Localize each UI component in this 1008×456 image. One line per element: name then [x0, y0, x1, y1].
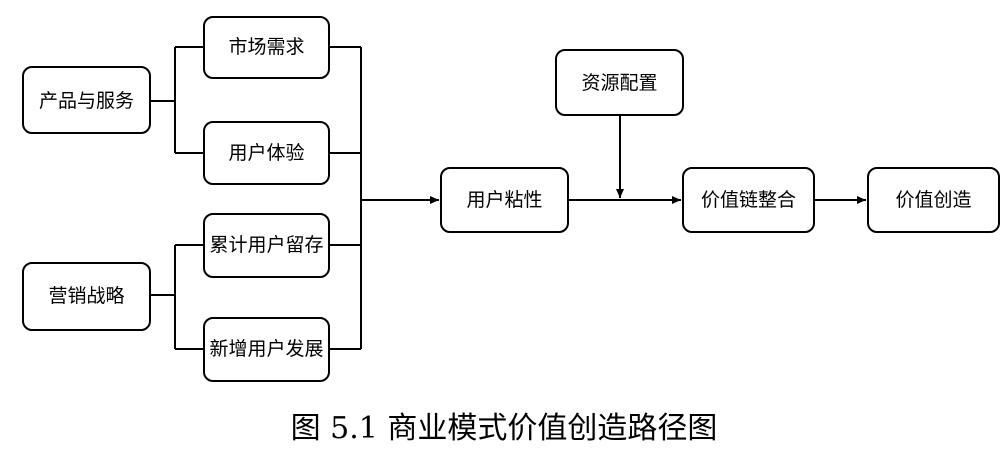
node-user-stickiness: 用户粘性: [440, 167, 569, 233]
node-value-creation: 价值创造: [867, 167, 1000, 233]
node-market-demand-label: 市场需求: [228, 36, 304, 58]
edge-product-branch: [150, 46, 204, 154]
node-product-service: 产品与服务: [22, 66, 151, 134]
node-resource-allocation-label: 资源配置: [581, 72, 657, 94]
node-resource-allocation: 资源配置: [555, 49, 684, 116]
business-model-diagram: 产品与服务 营销战略 市场需求 用户体验 累计用户留存 新增用户发展 用户粘性 …: [22, 16, 1000, 382]
figure-caption: 图 5.1 商业模式价值创造路径图: [290, 411, 718, 446]
node-value-creation-label: 价值创造: [895, 189, 971, 211]
node-user-experience: 用户体验: [203, 121, 330, 185]
node-value-chain-integration-label: 价值链整合: [701, 189, 796, 211]
node-user-stickiness-label: 用户粘性: [466, 189, 542, 211]
node-marketing-strategy-label: 营销战略: [48, 285, 124, 307]
node-user-experience-label: 用户体验: [228, 142, 304, 164]
node-marketing-strategy: 营销战略: [22, 262, 151, 331]
node-new-user-growth-label: 新增用户发展: [209, 338, 323, 360]
node-cumulative-retention: 累计用户留存: [203, 213, 330, 278]
node-market-demand: 市场需求: [203, 16, 330, 79]
node-new-user-growth: 新增用户发展: [203, 317, 330, 382]
node-product-service-label: 产品与服务: [39, 90, 134, 112]
edge-collector: [329, 46, 362, 350]
edges: [150, 46, 866, 350]
node-cumulative-retention-label: 累计用户留存: [209, 234, 323, 256]
edge-marketing-branch: [150, 244, 204, 350]
node-value-chain-integration: 价值链整合: [682, 167, 815, 233]
